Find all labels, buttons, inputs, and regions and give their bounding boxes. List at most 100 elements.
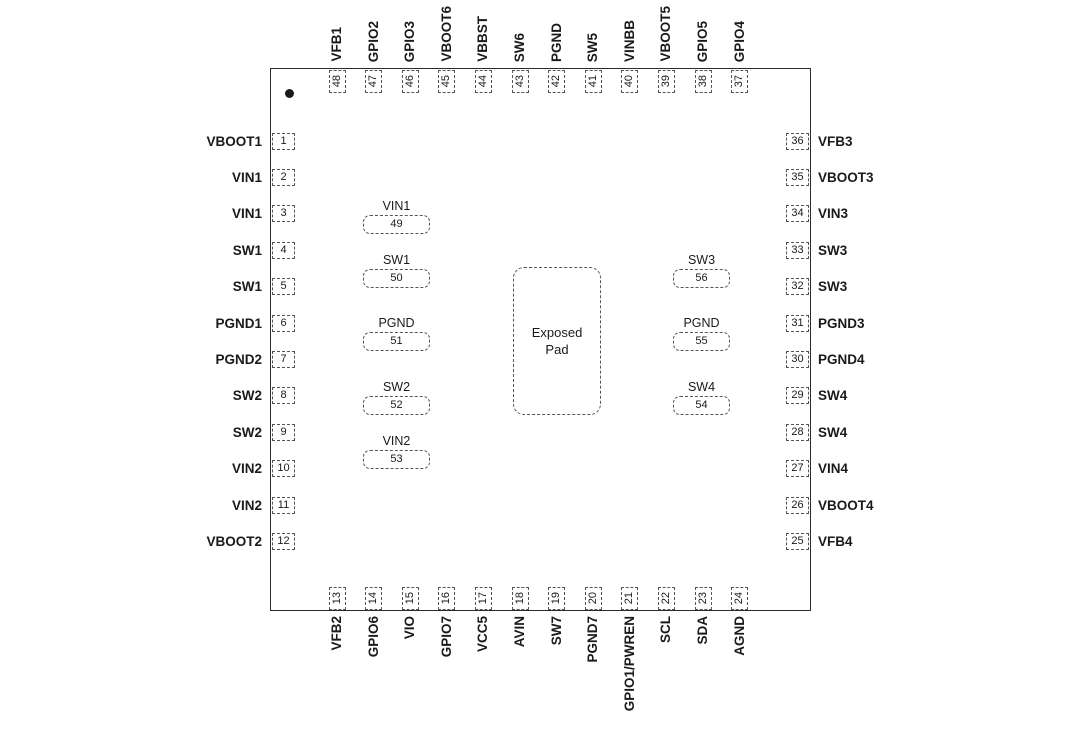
pin-label: VBOOT4	[818, 497, 874, 513]
pin-number-box: 10	[272, 460, 295, 478]
inner-pad-number-box: 53	[363, 450, 430, 469]
pin-label: SW6	[512, 32, 527, 62]
inner-pad-label: SW4	[687, 380, 716, 394]
pin-number-box: 23	[694, 587, 712, 610]
pin-number-box: 29	[786, 387, 809, 405]
pin-number-box: 16	[438, 587, 456, 610]
pin-number: 40	[623, 75, 636, 88]
pin-label: GPIO6	[365, 616, 381, 658]
pin-number-box: 13	[328, 587, 346, 610]
exposed-pad-label: Exposed Pad	[531, 325, 583, 357]
pin-label: VBOOT2	[206, 533, 262, 549]
pin-label: SW2	[232, 424, 262, 440]
pin-number-box: 41	[584, 70, 602, 93]
pin-label: VBOOT5	[658, 6, 674, 62]
pin-label: VBOOT6	[438, 6, 454, 62]
pin-number-box: 15	[401, 587, 419, 610]
pin-number-box: 18	[511, 587, 529, 610]
inner-pad-label: VIN1	[382, 199, 411, 213]
pin-number-box: 33	[786, 241, 809, 259]
pin-label: SW2	[232, 388, 262, 404]
pin-label: PGND3	[818, 315, 865, 331]
pin-number-box: 21	[621, 587, 639, 610]
pin-number-box: 43	[511, 70, 529, 93]
pin-number-box: 28	[786, 423, 809, 441]
pin-number: 44	[476, 75, 489, 88]
pin-number: 47	[367, 75, 380, 88]
pin-number: 15	[403, 592, 416, 605]
pin-number: 24	[733, 592, 746, 605]
pin-label: SW1	[232, 242, 262, 258]
pin-label: VFB3	[818, 133, 853, 149]
pin-label: PGND	[548, 22, 564, 62]
pin-number-box: 4	[272, 241, 295, 259]
pin-number: 46	[403, 75, 416, 88]
pin-number-box: 36	[786, 132, 809, 150]
inner-pad-label: SW3	[687, 253, 716, 267]
pin-label: VFB2	[329, 616, 344, 651]
pin-number: 38	[696, 75, 709, 88]
pin-label: SW3	[818, 279, 848, 295]
pin1-indicator-dot	[285, 89, 294, 98]
inner-pad-label: PGND	[683, 316, 720, 330]
pin-number-box: 24	[731, 587, 749, 610]
pin-number-box: 19	[548, 587, 566, 610]
pin-number-box: 9	[272, 423, 295, 441]
pin-number-box: 1	[272, 132, 295, 150]
pin-label: SW7	[548, 616, 564, 646]
pin-number-box: 35	[786, 168, 809, 186]
pin-number-box: 47	[365, 70, 383, 93]
inner-pad-number-box: 51	[363, 332, 430, 351]
inner-pad-number-box: 52	[363, 396, 430, 415]
pin-number-box: 44	[474, 70, 492, 93]
pin-number: 14	[367, 592, 380, 605]
pin-label: VBOOT1	[206, 133, 262, 149]
pin-label: VIN2	[231, 461, 262, 477]
pin-label: PGND7	[585, 616, 601, 663]
pin-number-box: 32	[786, 278, 809, 296]
pin-number-box: 6	[272, 314, 295, 332]
pin-number: 18	[513, 592, 526, 605]
pin-number: 23	[696, 592, 709, 605]
pin-number-box: 42	[548, 70, 566, 93]
pin-number-box: 12	[272, 532, 295, 550]
pin-label: GPIO1/PWREN	[621, 616, 637, 712]
pin-number-box: 27	[786, 460, 809, 478]
pin-label: GPIO3	[402, 20, 418, 62]
pin-label: SW4	[818, 388, 848, 404]
pin-number-box: 31	[786, 314, 809, 332]
pin-label: PGND4	[818, 351, 865, 367]
pin-number-box: 46	[401, 70, 419, 93]
pin-number-box: 7	[272, 350, 295, 368]
pin-number-box: 37	[731, 70, 749, 93]
pin-number: 37	[733, 75, 746, 88]
pin-number-box: 40	[621, 70, 639, 93]
pin-number-box: 34	[786, 205, 809, 223]
pin-number: 22	[659, 592, 672, 605]
pin-label: VCC5	[475, 616, 491, 653]
pin-number-box: 38	[694, 70, 712, 93]
pin-number-box: 14	[365, 587, 383, 610]
pin-number-box: 22	[657, 587, 675, 610]
inner-pad-label: SW1	[382, 253, 411, 267]
pin-label: SW5	[585, 32, 601, 62]
pin-label: GPIO4	[731, 20, 747, 62]
inner-pad-label: SW2	[382, 380, 411, 394]
pin-number-box: 39	[657, 70, 675, 93]
pin-number-box: 48	[328, 70, 346, 93]
pin-label: VIN2	[231, 497, 262, 513]
inner-pad-number-box: 54	[673, 396, 730, 415]
inner-pad-label: VIN2	[382, 434, 411, 448]
pin-label: SW1	[232, 279, 262, 295]
pin-label: VIN1	[231, 169, 262, 185]
pin-label: SCL	[658, 616, 674, 643]
pin-number-box: 25	[786, 532, 809, 550]
pin-label: PGND2	[215, 351, 262, 367]
pin-label: VBOOT3	[818, 169, 874, 185]
pin-label: GPIO5	[695, 20, 710, 62]
pin-label: GPIO7	[438, 616, 454, 658]
pin-label: VBBST	[475, 16, 491, 62]
pin-number-box: 2	[272, 168, 295, 186]
pin-number: 41	[586, 75, 599, 88]
